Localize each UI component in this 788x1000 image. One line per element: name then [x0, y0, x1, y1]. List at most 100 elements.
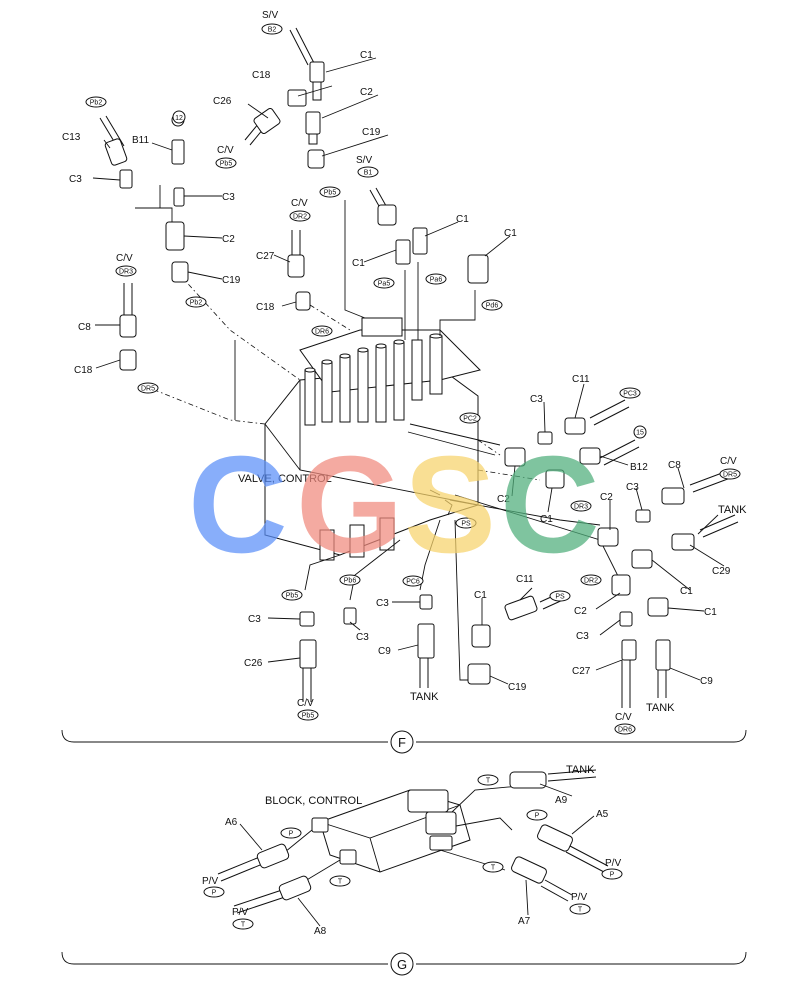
hoses: [99, 27, 739, 708]
svg-text:C1: C1: [540, 514, 553, 525]
section-f-bracket: F: [61, 729, 747, 754]
svg-text:B11: B11: [132, 135, 149, 146]
svg-text:A7: A7: [518, 916, 531, 927]
svg-text:C1: C1: [456, 214, 469, 225]
svg-text:C/V: C/V: [217, 145, 234, 156]
svg-text:C2: C2: [497, 494, 510, 505]
svg-text:TANK: TANK: [718, 504, 747, 516]
svg-text:C8: C8: [78, 322, 91, 333]
valve-control-body: [264, 317, 501, 561]
watermark-letter-c1: C: [188, 428, 288, 582]
svg-text:C18: C18: [252, 70, 271, 81]
svg-text:TANK: TANK: [566, 764, 595, 776]
svg-text:C9: C9: [378, 646, 391, 657]
svg-text:C18: C18: [74, 365, 93, 376]
section-marker-f: F: [398, 735, 406, 750]
svg-text:C26: C26: [244, 658, 263, 669]
svg-text:B2: B2: [268, 27, 277, 34]
block-control-tags: T P P P P T T T T: [203, 774, 623, 930]
svg-text:C29: C29: [712, 566, 731, 577]
watermark-letter-s: S: [404, 428, 496, 582]
watermark-letter-c2: C: [500, 428, 600, 582]
block-control-label: BLOCK, CONTROL: [265, 795, 362, 807]
svg-text:C1: C1: [474, 590, 487, 601]
label-leaders: [92, 57, 725, 685]
svg-text:B1: B1: [364, 170, 373, 177]
svg-text:C1: C1: [504, 228, 517, 239]
svg-text:Pb2: Pb2: [190, 300, 203, 307]
watermark-letter-g: G: [296, 428, 403, 582]
svg-text:C3: C3: [222, 192, 235, 203]
svg-text:P: P: [535, 813, 540, 820]
svg-text:C/V: C/V: [291, 198, 308, 209]
svg-text:C11: C11: [572, 374, 590, 385]
svg-text:DR3: DR3: [574, 504, 588, 511]
svg-text:A5: A5: [596, 809, 609, 820]
svg-text:PC6: PC6: [406, 579, 420, 586]
svg-text:DR6: DR6: [618, 727, 632, 734]
valve-control-label: VALVE, CONTROL: [238, 473, 332, 485]
svg-text:C3: C3: [626, 482, 639, 493]
svg-text:DR3: DR3: [119, 269, 133, 276]
port-tag-texts: B2 Pb2 12 Pb5 Pb5 B1 DR2 Pb2 DR3 DR6 DR5…: [90, 27, 737, 734]
svg-text:PC3: PC3: [623, 391, 637, 398]
svg-text:DR6: DR6: [315, 329, 329, 336]
svg-text:C3: C3: [376, 598, 389, 609]
svg-text:TANK: TANK: [410, 691, 439, 703]
svg-text:C19: C19: [508, 682, 527, 693]
svg-text:C2: C2: [222, 234, 235, 245]
svg-text:P/V: P/V: [202, 876, 218, 887]
svg-text:B12: B12: [630, 462, 648, 473]
port-tags: [85, 23, 741, 735]
section-g-bracket: G: [61, 951, 747, 976]
svg-text:C/V: C/V: [297, 698, 314, 709]
svg-text:C1: C1: [360, 50, 373, 61]
svg-text:T: T: [578, 907, 583, 914]
svg-text:S/V: S/V: [356, 155, 372, 166]
svg-text:C9: C9: [700, 676, 713, 687]
svg-text:Pb2: Pb2: [90, 100, 103, 107]
svg-text:Pb5: Pb5: [324, 190, 337, 197]
svg-text:C3: C3: [69, 174, 82, 185]
connection-lines: [135, 185, 621, 681]
svg-text:TANK: TANK: [646, 702, 675, 714]
fittings: [104, 61, 695, 685]
watermark-logo: C G S C: [188, 428, 600, 582]
svg-text:PS: PS: [555, 594, 565, 601]
svg-text:C1: C1: [680, 586, 693, 597]
svg-text:15: 15: [636, 430, 644, 437]
svg-text:C19: C19: [222, 275, 241, 286]
svg-text:A9: A9: [555, 795, 568, 806]
svg-text:C13: C13: [62, 132, 81, 143]
svg-text:A8: A8: [314, 926, 327, 937]
svg-text:PC2: PC2: [463, 416, 477, 423]
svg-text:A6: A6: [225, 817, 238, 828]
svg-text:DR5: DR5: [723, 472, 737, 479]
svg-text:C3: C3: [576, 631, 589, 642]
svg-text:C2: C2: [600, 492, 613, 503]
svg-text:T: T: [486, 778, 491, 785]
svg-text:P/V: P/V: [571, 892, 587, 903]
svg-text:C26: C26: [213, 96, 232, 107]
svg-text:DR2: DR2: [584, 578, 598, 585]
svg-text:DR5: DR5: [141, 386, 155, 393]
svg-text:C8: C8: [668, 460, 681, 471]
svg-text:P/V: P/V: [605, 858, 621, 869]
block-control-body: [284, 785, 521, 885]
svg-text:DR2: DR2: [293, 214, 307, 221]
svg-text:C2: C2: [574, 606, 587, 617]
svg-text:T: T: [241, 922, 246, 929]
svg-text:P/V: P/V: [232, 907, 248, 918]
svg-text:P: P: [610, 872, 615, 879]
svg-text:C/V: C/V: [615, 712, 632, 723]
svg-text:Pa6: Pa6: [430, 277, 443, 284]
svg-text:P: P: [289, 831, 294, 838]
svg-text:PS: PS: [461, 521, 471, 528]
svg-text:C11: C11: [516, 574, 534, 585]
svg-text:T: T: [491, 865, 496, 872]
svg-text:Pd6: Pd6: [486, 303, 499, 310]
svg-text:C/V: C/V: [720, 456, 737, 467]
svg-text:Pb5: Pb5: [220, 161, 233, 168]
svg-text:C1: C1: [704, 607, 717, 618]
